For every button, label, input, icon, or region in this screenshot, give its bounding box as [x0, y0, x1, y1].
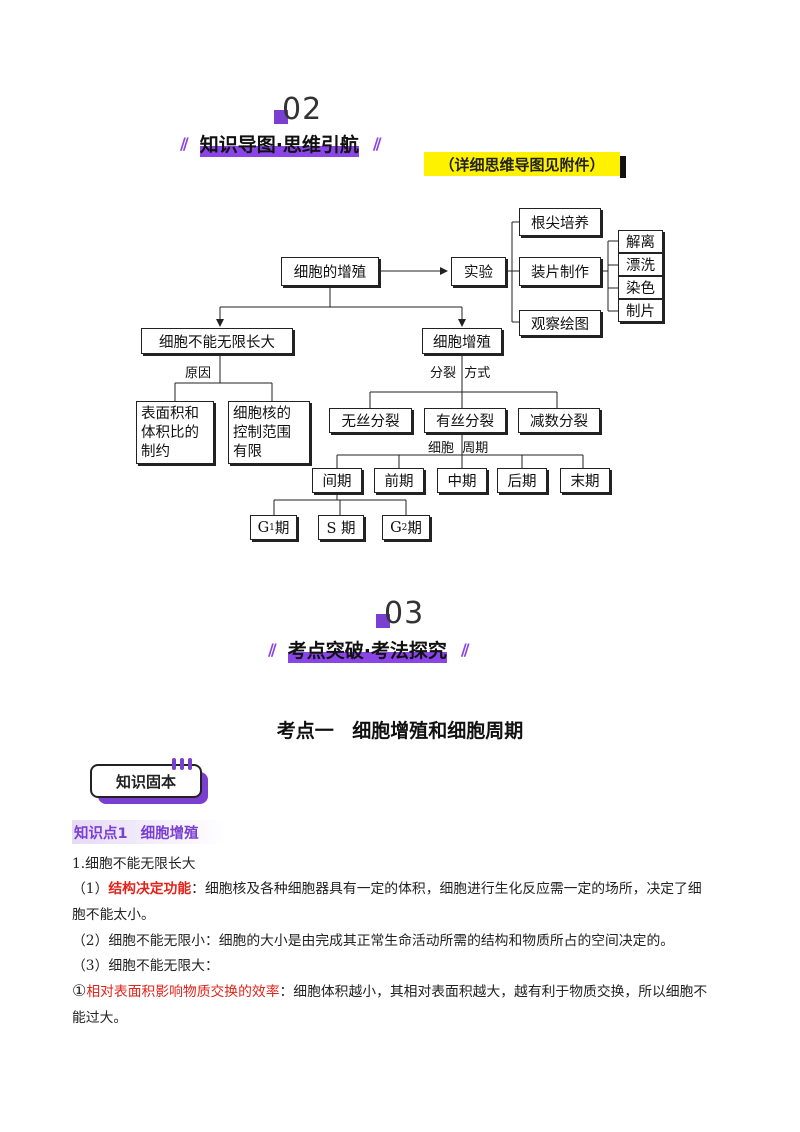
node-s-phase: S 期: [318, 515, 364, 540]
node-mode-3: 减数分裂: [518, 408, 600, 433]
node-reason-1: 表面积和 体积比的 制约: [136, 401, 214, 464]
node-mode-1: 无丝分裂: [329, 408, 412, 433]
p2-highlight: 结构决定功能: [108, 881, 192, 897]
attachment-note: （详细思维导图见附件）: [424, 152, 626, 178]
node-phase-1: 间期: [312, 468, 362, 493]
slash-decor-left: //: [268, 639, 277, 659]
node-phase-4: 后期: [497, 468, 547, 493]
g2-main: G: [390, 519, 402, 536]
section-banner-03: // 考点突破·考法探究 //: [268, 634, 470, 664]
node-limit: 细胞不能无限长大: [141, 328, 293, 354]
label-cell-cycle: 细胞 周期: [428, 441, 489, 456]
g1-suffix: 期: [274, 521, 290, 537]
node-step-2: 漂洗: [618, 253, 663, 276]
slash-decor-left: //: [180, 133, 189, 153]
paragraph-4: （3）细胞不能无限大：: [72, 958, 219, 974]
paragraph-5: ①相对表面积影响物质交换的效率：细胞体积越小，其相对表面积越大，越有利于物质交换…: [72, 978, 732, 1031]
paragraph-2: （1）结构决定功能：细胞核及各种细胞器具有一定的体积，细胞进行生化反应需一定的场…: [72, 876, 732, 928]
mindmap-connectors: [174, 221, 618, 515]
node-exp-item-1: 根尖培养: [519, 208, 601, 236]
tag-ring: [180, 758, 184, 770]
slash-decor-right: //: [372, 133, 382, 153]
node-exp-item-2: 装片制作: [519, 257, 601, 286]
p5-continuation: 能过大。: [72, 1010, 128, 1026]
node-step-4: 制片: [618, 299, 663, 322]
slash-decor-right: //: [460, 639, 470, 659]
section-title-03: 考点突破·考法探究: [287, 639, 447, 662]
p2-continuation: 胞不能太小。: [72, 907, 155, 923]
knowledge-tag-label: 知识固本: [115, 772, 176, 791]
section-number-03: 03: [376, 596, 425, 631]
node-step-1: 解离: [618, 230, 663, 253]
tag-ring: [188, 758, 192, 770]
p5-num: ①: [72, 981, 87, 1000]
section-number-text: 03: [384, 596, 425, 631]
paragraph-1: 1.细胞不能无限长大: [72, 856, 196, 872]
g1-main: G: [257, 519, 270, 536]
label-division-mode: 分裂 方式: [430, 366, 491, 381]
node-root: 细胞的增殖: [281, 257, 379, 286]
node-mode-2: 有丝分裂: [424, 408, 506, 433]
paragraph-3: （2）细胞不能无限小：细胞的大小是由完成其正常生命活动所需的结构和物质所占的空间…: [72, 933, 675, 949]
knowledge-tag: 知识固本: [90, 758, 208, 804]
g1-sub: 1: [269, 522, 275, 533]
p2-num: （1）: [72, 881, 109, 897]
exam-point-title: 考点一 细胞增殖和细胞周期: [276, 720, 524, 742]
g2-suffix: 期: [407, 521, 422, 537]
g2-sub: 2: [401, 522, 408, 533]
node-phase-3: 中期: [437, 468, 487, 493]
node-proliferation: 细胞增殖: [422, 328, 502, 354]
section-title-02: 知识导图·思维引航: [199, 133, 359, 156]
section-number-text: 02: [282, 92, 323, 127]
p2-text: ：细胞核及各种细胞器具有一定的体积，细胞进行生化反应需一定的场所，决定了细: [191, 881, 702, 897]
p5-text: ：细胞体积越小，其相对表面积越大，越有利于物质交换，所以细胞不: [279, 984, 708, 1000]
label-reason: 原因: [185, 366, 212, 381]
knowledge-point-heading: 知识点1 细胞增殖: [72, 820, 226, 844]
section-banner-02: // 知识导图·思维引航 //: [180, 128, 382, 158]
node-experiment: 实验: [451, 257, 506, 286]
node-phase-5: 末期: [560, 468, 610, 493]
tag-ring: [172, 758, 176, 770]
node-reason-2: 细胞核的 控制范围 有限: [228, 401, 310, 464]
node-exp-item-3: 观察绘图: [519, 310, 601, 336]
p5-highlight: 相对表面积影响物质交换的效率: [86, 984, 280, 1000]
node-phase-2: 前期: [374, 468, 424, 493]
node-step-3: 染色: [618, 276, 663, 299]
